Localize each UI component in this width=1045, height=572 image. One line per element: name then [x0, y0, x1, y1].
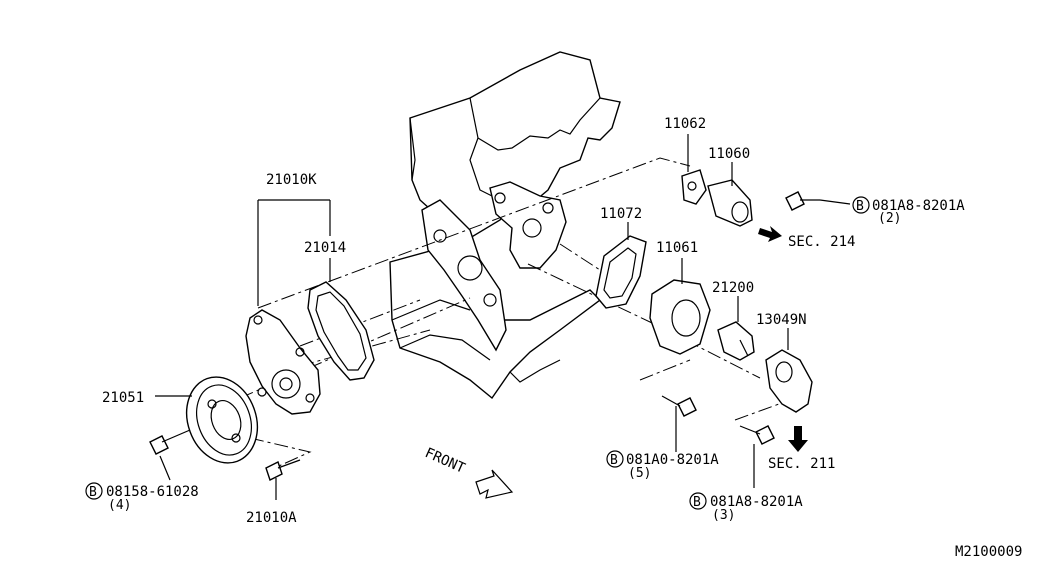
thermostat-housing — [649, 279, 711, 355]
bolt-outlet — [785, 191, 820, 211]
bolt-badge-1: B — [856, 199, 864, 214]
bolt-badge-4: B — [89, 485, 97, 500]
label-11062: 11062 — [664, 116, 706, 132]
bolt-badge-3: B — [693, 495, 701, 510]
label-sec-211: SEC. 211 — [768, 456, 835, 472]
front-arrow — [475, 469, 514, 499]
label-front: FRONT — [422, 445, 468, 477]
bolt-code-2: 081A0-8201A — [626, 452, 719, 468]
bolt-pulley — [149, 429, 191, 455]
bolt-callout-1: B 081A8-8201A (2) — [852, 196, 965, 226]
bolt-badge-2: B — [610, 453, 618, 468]
outlet-gasket — [681, 169, 707, 205]
label-11072: 11072 — [600, 206, 642, 222]
engine-block — [389, 51, 621, 400]
bolt-callout-2: B 081A0-8201A (5) — [606, 450, 719, 481]
bolt-code-4: 08158-61028 — [106, 484, 199, 500]
label-21051: 21051 — [102, 390, 144, 406]
bolt-code-3: 081A8-8201A — [710, 494, 803, 510]
label-21200: 21200 — [712, 280, 754, 296]
label-sec-214: SEC. 214 — [788, 234, 855, 250]
pump-pulley — [185, 376, 259, 464]
thermostat — [717, 321, 755, 361]
housing-gasket — [595, 235, 647, 309]
bolt-callout-3: B 081A8-8201A (3) — [689, 492, 803, 523]
arrow-sec-211 — [788, 426, 808, 452]
bolt-qty-1: (2) — [878, 211, 901, 226]
water-outlet — [707, 179, 753, 227]
bolt-qty-3: (3) — [712, 508, 735, 523]
arrow-sec-214 — [758, 226, 782, 242]
label-21010k: 21010K — [266, 172, 317, 188]
bolt-qty-2: (5) — [628, 466, 651, 481]
drawing-number: M2100009 — [955, 544, 1022, 560]
label-21014: 21014 — [304, 240, 346, 256]
bolt-qty-4: (4) — [108, 498, 131, 513]
bolt-21010a — [265, 459, 301, 481]
bolt-thermostat-housing — [661, 395, 697, 417]
label-11060: 11060 — [708, 146, 750, 162]
bolt-callout-4: B 08158-61028 (4) — [85, 482, 199, 513]
water-pump — [245, 309, 321, 415]
leader-lines — [155, 134, 851, 500]
label-11061: 11061 — [656, 240, 698, 256]
pump-gasket — [307, 281, 375, 381]
label-21010a: 21010A — [246, 510, 297, 526]
label-13049n: 13049N — [756, 312, 807, 328]
bolt-code-1: 081A8-8201A — [872, 198, 965, 214]
bolt-water-inlet — [739, 425, 775, 445]
water-inlet — [765, 349, 813, 413]
